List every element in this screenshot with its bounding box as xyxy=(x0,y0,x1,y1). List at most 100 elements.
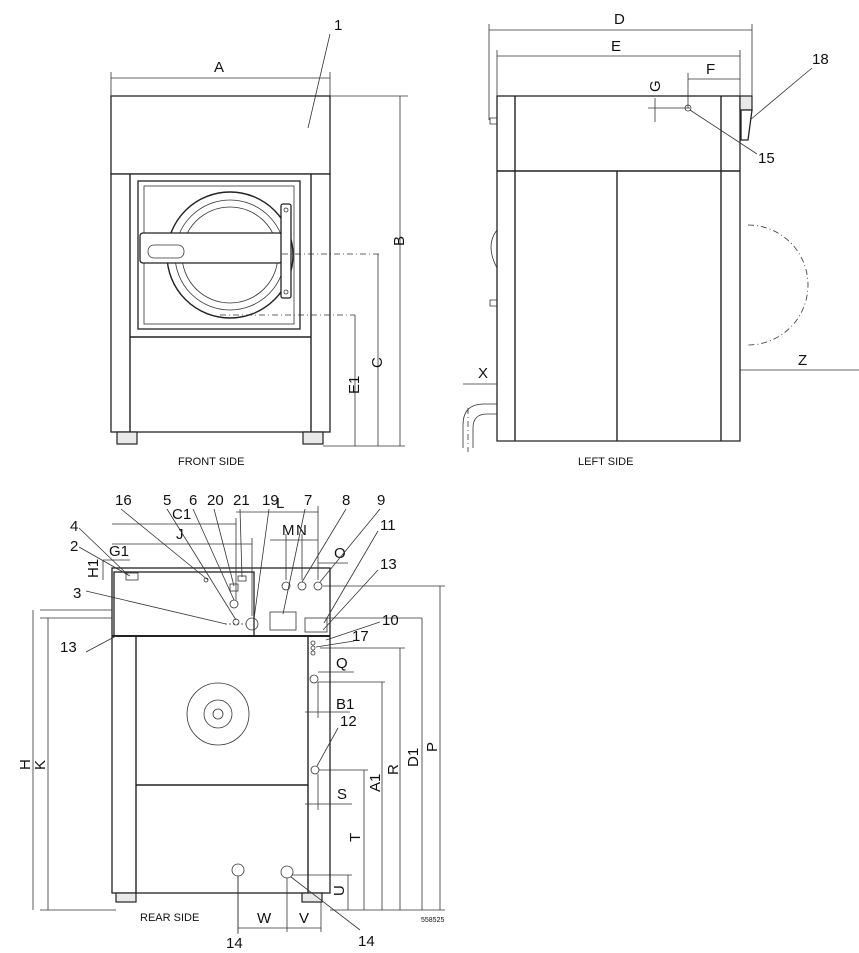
rear-foot-right xyxy=(301,892,323,903)
rear-view: C1 J L M N O G1 H1 H K xyxy=(17,492,445,952)
callout-12: 12 xyxy=(340,713,357,730)
dim-label-J: J xyxy=(176,526,184,543)
leader-13-right xyxy=(322,569,379,631)
connection-17c xyxy=(310,650,316,656)
dim-label-K: K xyxy=(32,760,49,770)
dim-label-C: C xyxy=(369,357,386,368)
side-body xyxy=(496,95,741,442)
leader-4 xyxy=(78,527,129,576)
connection-Q xyxy=(309,674,319,684)
leader-17 xyxy=(315,640,355,648)
rear-foot-left xyxy=(115,892,137,903)
dim-label-B: B xyxy=(391,236,408,246)
dim-label-A: A xyxy=(214,59,224,76)
dim-label-N: N xyxy=(296,522,307,539)
callout-10: 10 xyxy=(382,612,399,629)
door-bulge-profile xyxy=(490,229,498,269)
dim-label-D1: D1 xyxy=(405,748,422,767)
dim-label-O: O xyxy=(334,545,346,562)
callout-20: 20 xyxy=(207,492,224,509)
left-side-caption: LEFT SIDE xyxy=(578,456,633,468)
leader-13-left xyxy=(85,635,117,653)
callout-9: 9 xyxy=(377,492,385,509)
callout-13-left: 13 xyxy=(60,639,77,656)
connection-15 xyxy=(684,104,692,112)
dim-label-V: V xyxy=(299,910,309,927)
dim-label-E: E xyxy=(611,38,621,55)
callout-18: 18 xyxy=(812,51,829,68)
leader-19 xyxy=(253,508,270,620)
leader-10 xyxy=(325,621,381,641)
rear-side-caption: REAR SIDE xyxy=(140,912,199,924)
dim-label-G: G xyxy=(647,80,664,92)
dim-label-X: X xyxy=(478,365,488,382)
leader-5 xyxy=(166,508,237,621)
door-handle-grip xyxy=(147,244,185,259)
leader-18 xyxy=(749,67,813,121)
connection-7-box xyxy=(269,611,297,631)
dim-label-H: H xyxy=(17,759,34,770)
connection-5 xyxy=(232,618,240,626)
side-stub-bottom xyxy=(489,299,497,307)
callout-11: 11 xyxy=(380,517,396,534)
leader-8 xyxy=(301,508,347,583)
hinge-screw-bottom xyxy=(283,289,289,295)
drawing-number: 558525 xyxy=(421,917,444,924)
dim-label-A1: A1 xyxy=(367,774,384,792)
dim-label-T: T xyxy=(347,833,364,842)
leader-20 xyxy=(213,508,235,587)
front-side-caption: FRONT SIDE xyxy=(178,456,244,468)
leader-9 xyxy=(319,508,381,583)
leader-15 xyxy=(689,109,758,155)
front-foot-right xyxy=(302,431,324,445)
leader-16 xyxy=(120,508,209,581)
door-hinge xyxy=(280,203,292,299)
leader-21 xyxy=(239,508,243,578)
callout-14-left: 14 xyxy=(226,935,243,952)
callout-19: 19 xyxy=(262,492,279,509)
dim-label-G1: G1 xyxy=(109,543,129,560)
leader-14-right xyxy=(290,876,361,931)
callout-2: 2 xyxy=(70,538,78,555)
dim-label-R: R xyxy=(385,764,402,775)
dim-label-U: U xyxy=(331,885,348,896)
dim-label-S: S xyxy=(337,786,347,803)
leader-11 xyxy=(323,530,379,624)
callout-13-right: 13 xyxy=(380,556,397,573)
dim-label-F: F xyxy=(706,61,715,78)
callout-6: 6 xyxy=(189,492,197,509)
motor-axle xyxy=(212,708,224,720)
dim-label-B1: B1 xyxy=(336,696,354,713)
side-top-bracket xyxy=(739,95,753,111)
motor-outer xyxy=(186,682,250,746)
front-view: A B C E1 1 FRONT SIDE xyxy=(110,17,408,468)
front-top-panel xyxy=(110,95,331,175)
front-foot-left xyxy=(116,431,138,445)
dim-label-E1: E1 xyxy=(346,376,363,394)
leader-7 xyxy=(282,508,306,615)
leader-2 xyxy=(78,546,131,577)
dim-label-D: D xyxy=(614,11,625,28)
callout-1: 1 xyxy=(334,17,342,34)
connection-2 xyxy=(125,572,139,581)
leader-1 xyxy=(307,33,331,129)
callout-5: 5 xyxy=(163,492,171,509)
dim-label-Z: Z xyxy=(798,352,807,369)
side-stub-top xyxy=(489,117,497,125)
callout-15: 15 xyxy=(758,150,775,167)
dim-label-M: M xyxy=(282,522,295,539)
callout-17: 17 xyxy=(352,628,369,645)
connection-11-box xyxy=(304,617,328,633)
connection-17a xyxy=(310,640,316,646)
callout-16: 16 xyxy=(115,492,132,509)
rear-drum-clearance xyxy=(747,224,809,346)
dim-label-Q: Q xyxy=(336,655,348,672)
dim-label-P: P xyxy=(424,742,441,752)
door-handle-bar xyxy=(139,232,283,264)
rear-control-box xyxy=(113,571,255,637)
left-view: D E F G 15 18 X Z LEFT SIDE xyxy=(462,11,859,468)
callout-7: 7 xyxy=(304,492,312,509)
connection-17b xyxy=(310,645,316,651)
callout-14-right: 14 xyxy=(358,933,375,950)
callout-8: 8 xyxy=(342,492,350,509)
